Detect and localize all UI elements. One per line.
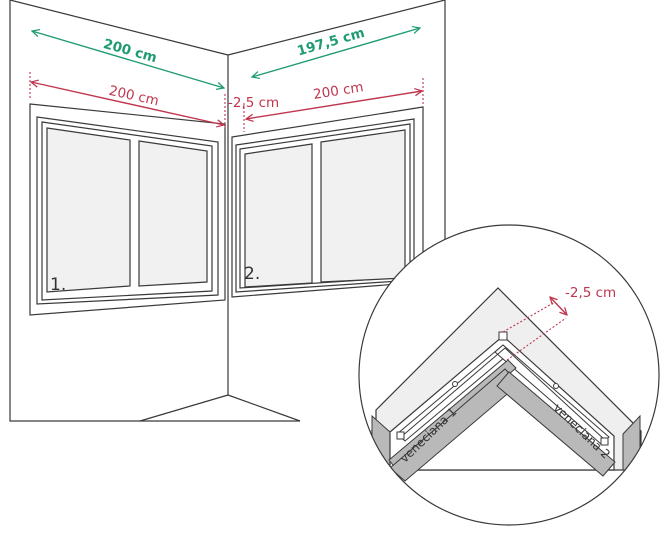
window-1 (29, 103, 226, 316)
window-2 (231, 106, 424, 298)
window-2-number: 2. (244, 264, 260, 284)
right-bottom-dimension-line (246, 91, 422, 119)
left-bottom-dimension-line (31, 82, 224, 125)
window-1-number: 1. (50, 275, 66, 295)
detail-offset-arrow (550, 297, 567, 315)
right-top-dimension-line (252, 28, 420, 77)
detail-offset-measurement: -2,5 cm (565, 285, 616, 301)
detail-circle (358, 224, 660, 526)
left-top-dimension-line (32, 31, 224, 88)
room-walls (9, 0, 446, 422)
right-bottom-measurement: 200 cm (312, 79, 365, 103)
left-top-measurement: 200 cm (101, 36, 158, 66)
offset-measurement: -2,5 cm (228, 95, 279, 111)
